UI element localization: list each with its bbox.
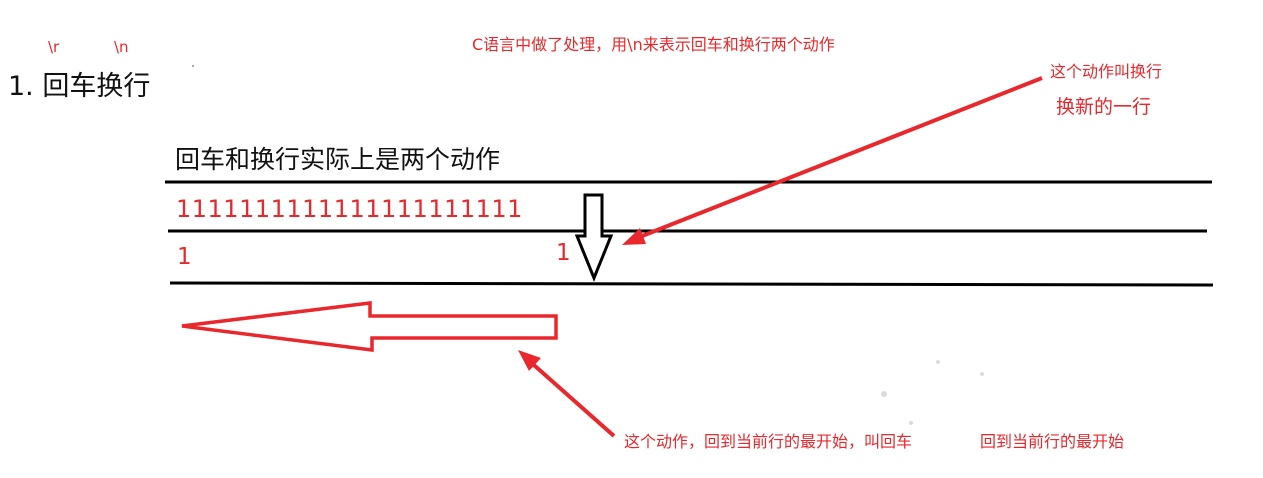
row-ones-text: 1111111111111111111111 [176, 195, 523, 223]
newline-meaning-label: 换新的一行 [1056, 96, 1152, 118]
pointer-carriage-return [524, 356, 616, 438]
row2-left-one: 1 [177, 244, 192, 270]
newline-action-label: 这个动作叫换行 [1050, 62, 1163, 81]
back-to-start-label: 回到当前行的最开始 [980, 432, 1125, 451]
page-title: 1. 回车换行 [8, 71, 151, 102]
sparkles [192, 65, 984, 425]
pointer-carriage-return-head [518, 350, 541, 371]
subheading: 回车和换行实际上是两个动作 [175, 145, 501, 174]
carriage-return-action-label: 这个动作，回到当前行的最开始，叫回车 [624, 432, 913, 451]
lf-escape-label: \n [114, 38, 129, 56]
pointer-newline-head [622, 228, 646, 245]
row2-mid-one: 1 [556, 240, 571, 266]
left-arrow [181, 301, 558, 352]
pointer-newline [631, 76, 1043, 242]
line-row-bottom [169, 281, 1214, 287]
cr-escape-label: \r [48, 38, 60, 56]
down-arrow [574, 193, 614, 282]
top-note: C语言中做了处理，用\n来表示回车和换行两个动作 [472, 35, 835, 54]
